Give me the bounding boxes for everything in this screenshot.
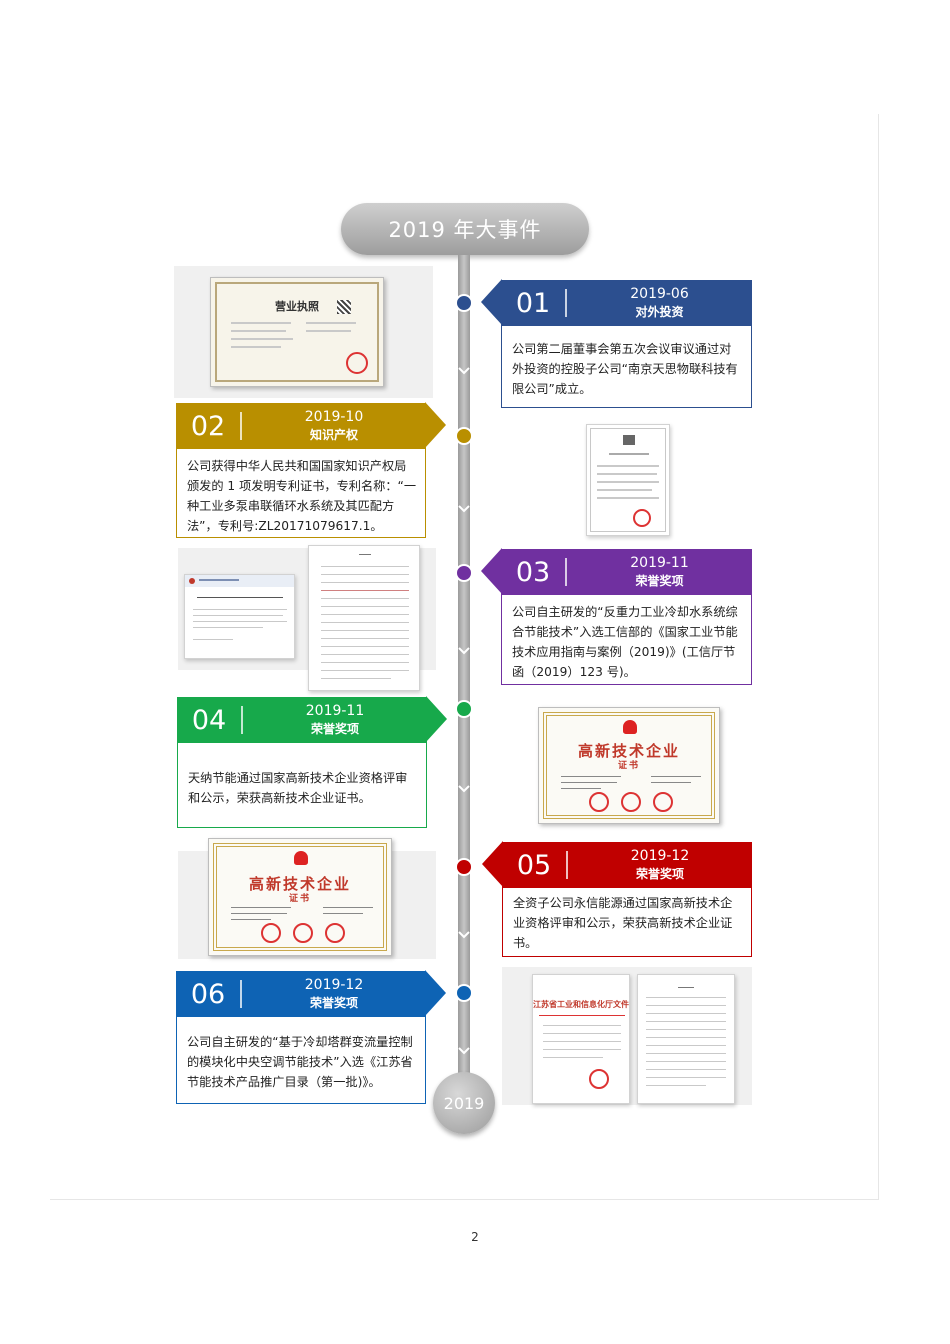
event-pointer-01: [481, 279, 502, 325]
event-number: 01: [515, 287, 551, 319]
cert-title: 高新技术企业: [577, 742, 680, 760]
catalog-list-image: [637, 974, 735, 1104]
timeline-end-badge: 2019: [433, 1072, 495, 1134]
event-date: 2019-11: [305, 703, 365, 719]
event-card-02: 02 2019-10 知识产权 公司获得中华人民共和国国家知识产权局颁发的 1 项…: [176, 403, 426, 538]
timeline-dot-05: [455, 858, 473, 876]
event-pointer-06: [425, 970, 446, 1016]
timeline-dot-04: [455, 700, 473, 718]
jiangsu-doc-title: 江苏省工业和信息化厅文件: [533, 1000, 629, 1009]
event-description: 公司第二届董事会第五次会议审议通过对外投资的控股子公司“南京天思物联科技有限公司…: [512, 342, 738, 396]
event-pointer-03: [481, 548, 502, 594]
event-number: 03: [515, 556, 551, 588]
ministry-webpage-image: [184, 574, 295, 659]
event-description: 天纳节能通过国家高新技术企业资格评审和公示，荣获高新技术企业证书。: [188, 771, 408, 805]
page-number: 2: [471, 1230, 479, 1244]
event-header-03: 03 2019-11 荣誉奖项: [501, 549, 752, 595]
timeline-dot-02: [455, 427, 473, 445]
chevron-down-icon: [458, 1047, 470, 1055]
event-number: 06: [190, 978, 226, 1010]
page-frame-bottom: [50, 1199, 879, 1200]
event-number: 05: [516, 849, 552, 881]
event-category: 荣誉奖项: [635, 574, 684, 588]
event-card-06: 06 2019-12 荣誉奖项 公司自主研发的“基于冷却塔群变流量控制的模块化中央…: [176, 971, 426, 1104]
event-header-05: 05 2019-12 荣誉奖项: [502, 842, 752, 888]
event-description: 全资子公司永信能源通过国家高新技术企业资格评审和公示，荣获高新技术企业证书。: [513, 896, 733, 950]
page-frame-right: [878, 114, 879, 1200]
chevron-down-icon: [458, 505, 470, 513]
hitech-certificate-image-2: 高新技术企业 证书: [208, 838, 392, 956]
cert-title: 高新技术企业: [248, 875, 351, 893]
event-description: 公司获得中华人民共和国国家知识产权局颁发的 1 项发明专利证书，专利名称：“一种…: [187, 459, 417, 533]
event-card-01: 01 2019-06 对外投资 公司第二届董事会第五次会议审议通过对外投资的控股子…: [501, 280, 752, 408]
event-date: 2019-12: [304, 977, 364, 993]
chevron-down-icon: [458, 931, 470, 939]
chevron-down-icon: [458, 367, 470, 375]
event-pointer-04: [426, 696, 447, 742]
timeline-dot-01: [455, 294, 473, 312]
event-header-04: 04 2019-11 荣誉奖项: [177, 697, 427, 743]
event-description: 公司自主研发的“基于冷却塔群变流量控制的模块化中央空调节能技术”入选《江苏省节能…: [187, 1035, 413, 1089]
event-header-02: 02 2019-10 知识产权: [176, 403, 426, 449]
event-number: 02: [190, 410, 226, 442]
license-title: 营业执照: [275, 300, 319, 313]
event-date: 2019-12: [630, 848, 690, 864]
cert-subtitle: 证书: [288, 894, 311, 904]
hitech-certificate-image: 高新技术企业 证书: [538, 707, 720, 824]
event-card-03: 03 2019-11 荣誉奖项 公司自主研发的“反重力工业冷却水系统综合节能技术”…: [501, 549, 752, 685]
chevron-down-icon: [458, 785, 470, 793]
timeline-title: 2019 年大事件: [341, 203, 589, 255]
patent-certificate-image: [586, 424, 670, 536]
event-date: 2019-10: [304, 409, 364, 425]
event-category: 知识产权: [309, 428, 358, 442]
event-header-06: 06 2019-12 荣誉奖项: [176, 971, 426, 1017]
business-license-image: 营业执照: [210, 277, 384, 387]
event-category: 荣誉奖项: [310, 722, 359, 736]
event-date: 2019-11: [630, 555, 689, 571]
event-category: 荣誉奖项: [635, 867, 684, 881]
event-number: 04: [191, 704, 227, 736]
jiangsu-document-image: 江苏省工业和信息化厅文件: [532, 974, 630, 1104]
event-pointer-02: [425, 402, 446, 448]
event-date: 2019-06: [630, 286, 689, 302]
event-description: 公司自主研发的“反重力工业冷却水系统综合节能技术”入选工信部的《国家工业节能技术…: [512, 605, 738, 679]
ministry-document-list-image: [308, 545, 420, 691]
chevron-down-icon: [458, 647, 470, 655]
event-category: 荣誉奖项: [309, 996, 358, 1010]
event-category: 对外投资: [635, 305, 684, 319]
event-pointer-05: [482, 841, 503, 887]
event-header-01: 01 2019-06 对外投资: [501, 280, 752, 326]
timeline-dot-06: [455, 984, 473, 1002]
timeline-axis: [458, 255, 470, 1095]
event-card-04: 04 2019-11 荣誉奖项 天纳节能通过国家高新技术企业资格评审和公示，荣获高…: [177, 697, 427, 828]
timeline-dot-03: [455, 564, 473, 582]
cert-subtitle: 证书: [617, 761, 640, 771]
event-card-05: 05 2019-12 荣誉奖项 全资子公司永信能源通过国家高新技术企业资格评审和公…: [502, 842, 752, 957]
